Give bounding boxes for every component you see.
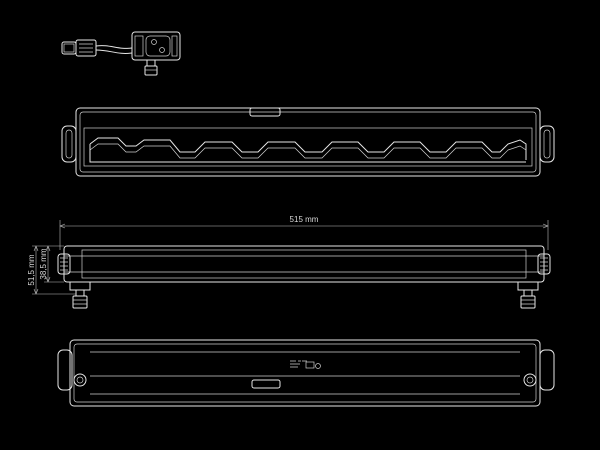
rear-view xyxy=(57,339,555,407)
connector-plug-detail xyxy=(61,31,181,76)
length-dimension: 515 mm xyxy=(59,215,549,250)
length-label: 515 mm xyxy=(290,215,319,224)
height-dimensions: 51,5 mm 38,5 mm xyxy=(27,245,76,295)
top-view xyxy=(57,245,551,309)
label-plate xyxy=(290,360,321,369)
height-total-label: 51,5 mm xyxy=(27,254,36,285)
height-body-label: 38,5 mm xyxy=(39,248,48,279)
front-view xyxy=(61,107,555,177)
